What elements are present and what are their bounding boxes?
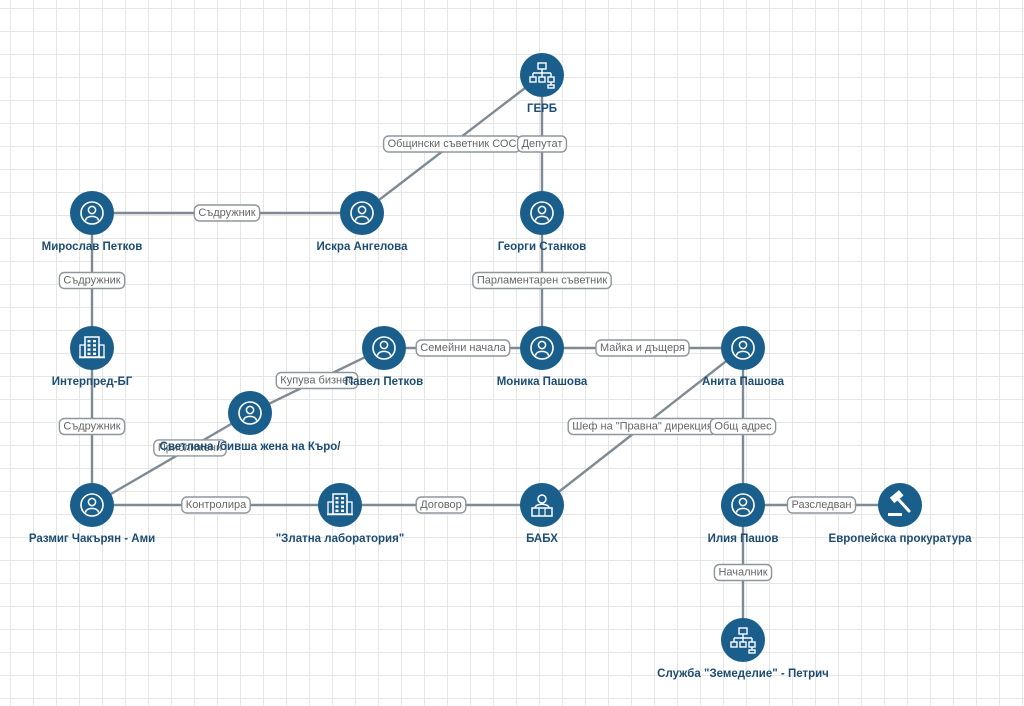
edge-label: Съдружник [58,271,126,290]
building-icon [79,336,105,359]
node-label: Мирослав Петков [42,241,143,253]
node-svetlana[interactable]: Светлана /бивша жена на Къро/ [160,391,342,453]
edge-label: Приближени [153,439,227,457]
edge-label: Съдружник [58,417,126,436]
edge-label-text: Договор [420,499,462,511]
edge-razmig-svetlana [91,411,251,507]
edge-label-text: Съдружник [63,275,120,287]
edge-label: Шеф на "Правна" дирекция [567,417,718,436]
node-anita[interactable]: Анита Пашова [702,326,785,388]
person-icon [372,336,396,360]
edges-layer [90,74,900,640]
person-icon [80,493,104,517]
official-icon [531,494,553,517]
edge-label-text: Разследван [791,499,851,511]
person-icon [731,336,755,360]
node-zlatna[interactable]: "Златна лаборатория" [276,483,405,545]
edge-label-text: Контролира [186,499,247,511]
node-label: Моника Пашова [497,376,588,388]
node-label: Анита Пашова [702,376,785,388]
node-iliya[interactable]: Илия Пашов [708,483,779,545]
edge-label-text: Майка и дъщеря [600,342,685,354]
edge-label: Договор [415,496,467,514]
org-chart-icon [529,62,555,89]
node-babh[interactable]: БАБХ [520,483,564,545]
node-miroslav[interactable]: Мирослав Петков [42,191,143,253]
node-label: Искра Ангелова [317,241,409,253]
edge-label: Контролира [181,496,251,514]
node-sluzhba[interactable]: Служба "Земеделие" - Петрич [657,618,829,680]
node-label: Размиг Чакърян - Ами [29,533,155,545]
org-chart-icon [730,627,756,654]
person-icon [238,401,262,425]
building-icon [327,493,353,516]
edge-label-text: Шеф на "Правна" дирекция [572,421,713,433]
person-icon [80,201,104,225]
edge-label: Общ адрес [709,417,777,436]
edge-label: Семейни начала [415,339,511,357]
gavel-icon [888,490,911,516]
node-label: Павел Петков [345,376,423,388]
node-gerb[interactable]: ГЕРБ [520,53,564,115]
person-icon [530,201,554,225]
node-monika[interactable]: Моника Пашова [497,326,588,388]
edge-label-text: Началник [718,567,767,579]
edge-label: Съдружник [193,204,261,222]
person-icon [530,336,554,360]
edge-label: Началник [713,563,773,582]
node-label: БАБХ [526,533,558,545]
node-iskra[interactable]: Искра Ангелова [317,191,409,253]
node-pavel[interactable]: Павел Петков [345,326,423,388]
node-razmig[interactable]: Размиг Чакърян - Ами [29,483,155,545]
edge-label-text: Съдружник [198,207,255,219]
node-label: ГЕРБ [527,103,557,115]
node-label: "Златна лаборатория" [276,533,405,545]
edge-label: Общински съветник СОС [382,135,522,153]
node-label: Илия Пашов [708,533,779,545]
edge-label-text: Семейни начала [420,342,506,354]
nodes-layer: ГЕРБ Мирослав Петков Искра Ангелова Георги … [29,53,972,680]
edge-label-text: Общински съветник СОС [388,138,517,150]
edge-label-text: Общ адрес [714,421,772,433]
edge-label: Парламентарен съветник [472,271,612,290]
edge-label-text: Депутат [522,138,563,150]
node-label: Интерпред-БГ [52,376,133,388]
edge-label: Разследван [786,496,857,514]
edge-label: Майка и дъщеря [595,339,690,357]
node-prokuratura[interactable]: Европейска прокуратура [829,483,973,545]
edge-label-text: Купува бизнес [280,375,354,387]
person-icon [350,201,374,225]
edge-label-text: Парламентарен съветник [477,275,608,287]
edge-label: Купува бизнес [275,371,359,390]
node-label: Георги Станков [498,241,586,253]
node-label: Служба "Земеделие" - Петрич [657,668,829,680]
node-georgi[interactable]: Георги Станков [498,191,586,253]
edge-label-text: Приближени [158,442,222,454]
node-interpred[interactable]: Интерпред-БГ [52,326,133,388]
node-label: Европейска прокуратура [829,533,973,545]
person-icon [731,493,755,517]
edge-label: Депутат [516,135,568,153]
node-label: Светлана /бивша жена на Къро/ [160,441,342,453]
edge-label-text: Съдружник [63,421,120,433]
